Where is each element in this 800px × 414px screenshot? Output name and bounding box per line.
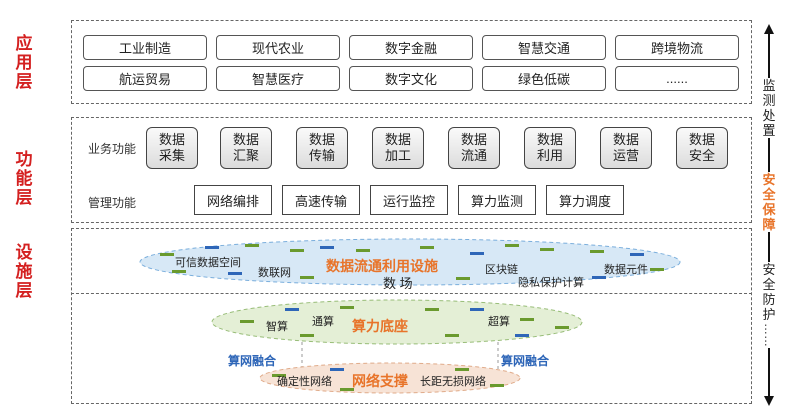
- business-function-item: 数据汇聚: [220, 127, 272, 169]
- fusion-label-left: 算网融合: [228, 354, 277, 368]
- right-label-security-protection: 安全防护: [762, 262, 776, 322]
- business-function-text: 数据加工: [384, 132, 411, 163]
- business-function-text: 数据传输: [308, 132, 335, 163]
- business-function-text: 数据运营: [612, 132, 639, 163]
- application-item: 航运贸易: [83, 66, 207, 91]
- management-function-item: 网络编排: [194, 185, 272, 215]
- data-item-data-element: 数据元件: [604, 264, 648, 276]
- data-item-privacy-computing: 隐私保护计算: [518, 277, 584, 289]
- business-function-text: 数据汇聚: [232, 132, 259, 163]
- right-arrow-top-head: [764, 24, 774, 34]
- data-facility-title: 数据流通利用设施: [326, 258, 438, 274]
- function-layer-box: [71, 117, 752, 223]
- right-label-monitor: 监测处置: [762, 78, 776, 138]
- business-function-item: 数据加工: [372, 127, 424, 169]
- application-item: 数字文化: [349, 66, 473, 91]
- right-arrow-bottom-head: [764, 396, 774, 406]
- management-function-item: 算力调度: [546, 185, 624, 215]
- business-function-item: 数据流通: [448, 127, 500, 169]
- application-item: 工业制造: [83, 35, 207, 60]
- management-function-item: 运行监控: [370, 185, 448, 215]
- management-function-label: 管理功能: [88, 196, 137, 210]
- data-item-trusted-space: 可信数据空间: [175, 257, 241, 269]
- management-function-item: 高速传输: [282, 185, 360, 215]
- layer-label-function: 功能层: [15, 150, 33, 207]
- facility-layer-box: [71, 228, 752, 404]
- application-layer-box: [71, 20, 752, 104]
- application-item: 跨境物流: [615, 35, 739, 60]
- data-item-data-field: 数 场: [383, 276, 413, 291]
- network-item-lossless: 长距无损网络: [420, 376, 486, 388]
- compute-item-super: 超算: [488, 316, 510, 328]
- application-item: ......: [615, 66, 739, 91]
- compute-base-title: 算力底座: [352, 318, 408, 334]
- data-item-blockchain: 区块链: [485, 264, 518, 276]
- layer-label-application: 应用层: [15, 34, 33, 91]
- fusion-label-right: 算网融合: [501, 354, 550, 368]
- application-item: 数字金融: [349, 35, 473, 60]
- layer-label-facility: 设施层: [15, 243, 33, 300]
- business-function-text: 数据采集: [158, 132, 185, 163]
- business-function-item: 数据运营: [600, 127, 652, 169]
- business-function-text: 数据安全: [688, 132, 715, 163]
- network-item-deterministic: 确定性网络: [277, 376, 332, 388]
- data-item-data-network: 数联网: [258, 267, 291, 279]
- business-function-label: 业务功能: [88, 142, 137, 156]
- management-function-item: 算力监测: [458, 185, 536, 215]
- right-label-ellipsis: ……: [762, 322, 776, 348]
- business-function-text: 数据利用: [536, 132, 563, 163]
- compute-item-general: 通算: [312, 316, 334, 328]
- application-item: 智慧交通: [482, 35, 606, 60]
- application-item: 绿色低碳: [482, 66, 606, 91]
- application-item: 智慧医疗: [216, 66, 340, 91]
- business-function-text: 数据流通: [460, 132, 487, 163]
- business-function-item: 数据采集: [146, 127, 198, 169]
- business-function-item: 数据安全: [676, 127, 728, 169]
- facility-divider: [71, 293, 752, 294]
- right-label-security-guarantee: 安全保障: [762, 172, 776, 232]
- compute-item-intelligent: 智算: [266, 321, 288, 333]
- business-function-item: 数据传输: [296, 127, 348, 169]
- business-function-item: 数据利用: [524, 127, 576, 169]
- application-item: 现代农业: [216, 35, 340, 60]
- network-support-title: 网络支撑: [352, 373, 408, 389]
